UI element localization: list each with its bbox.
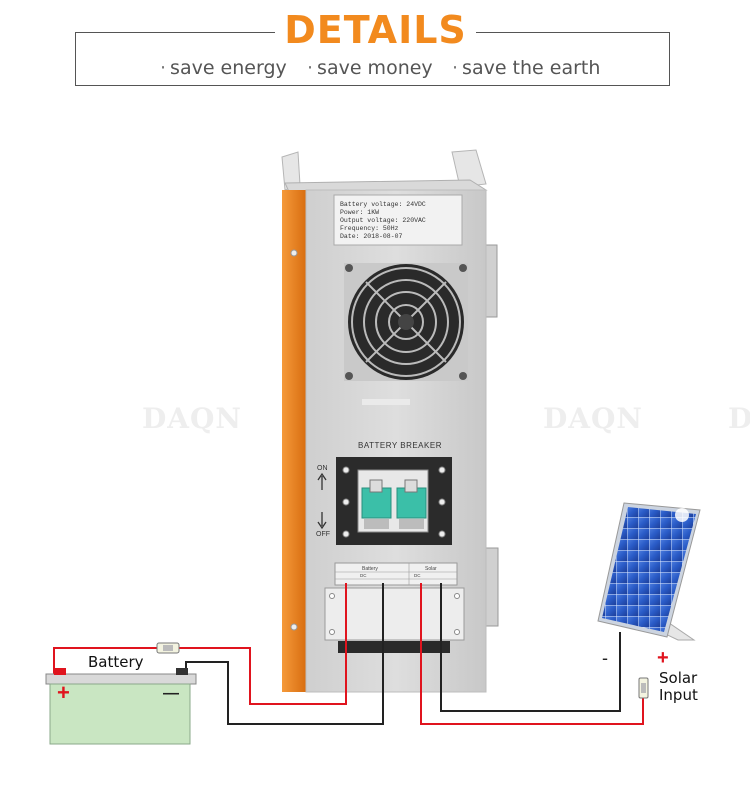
bullet: ·	[160, 57, 167, 79]
tagline-text: save money	[317, 57, 433, 79]
terminal-dc-label: DC	[360, 573, 367, 578]
bullet: ·	[307, 57, 314, 79]
terminal-battery-label: Battery	[362, 566, 378, 572]
spec-line: Output voltage: 220VAC	[340, 217, 426, 224]
battery-plus-sign: +	[57, 680, 70, 705]
solar-panel-icon	[597, 502, 701, 641]
tagline-save-energy: ·save energy	[160, 57, 287, 79]
battery-label: Battery	[88, 653, 144, 671]
spec-line: Date: 2018-08-07	[340, 233, 403, 240]
battery-icon	[45, 668, 197, 745]
spec-label	[333, 194, 463, 246]
cable-slot	[338, 641, 450, 653]
inverter-top-lid	[281, 149, 488, 195]
bullet: ·	[452, 57, 459, 79]
screw-icon	[438, 466, 446, 474]
page-title: DETAILS	[284, 8, 467, 52]
header-box	[75, 32, 670, 86]
screw-icon	[329, 629, 335, 635]
arrow-down-icon	[317, 512, 327, 530]
solar-red-wire	[420, 583, 644, 725]
tagline-text: save the earth	[462, 57, 601, 79]
on-label: ON	[317, 465, 328, 472]
breaker-label: BATTERY BREAKER	[358, 441, 442, 450]
screw-icon	[290, 623, 298, 631]
screw-icon	[454, 629, 460, 635]
model-sticker	[362, 399, 410, 405]
off-label: OFF	[316, 531, 330, 538]
wires	[53, 583, 644, 725]
spec-line: Battery voltage: 24VDC	[340, 201, 426, 208]
screw-icon	[438, 498, 446, 506]
watermark: DAQN	[728, 402, 750, 435]
solar-fuse-element	[641, 683, 646, 693]
watermark: DAQN	[142, 402, 242, 435]
header-line-left	[75, 32, 275, 33]
screw-icon	[342, 498, 350, 506]
screw-icon	[342, 530, 350, 538]
screw-icon	[342, 466, 350, 474]
battery-red-wire	[53, 583, 347, 705]
fan-icon	[344, 263, 468, 381]
solar-black-wire	[440, 583, 621, 712]
inverter-orange-side	[282, 190, 306, 692]
mounting-bracket	[483, 244, 499, 627]
terminal-dc-label: DC	[414, 573, 421, 578]
screw-icon	[290, 249, 298, 257]
battery-minus-sign: —	[163, 685, 179, 702]
arrow-up-icon	[317, 472, 327, 490]
tagline-save-money: ·save money	[307, 57, 433, 79]
terminal-solar-label: Solar	[425, 566, 437, 572]
fuse-element	[163, 645, 173, 651]
spec-line: Power: 1KW	[340, 209, 379, 216]
solar-minus-sign: -	[602, 648, 608, 668]
spec-line: Frequency: 50Hz	[340, 225, 399, 232]
header-line-right	[476, 32, 670, 33]
screw-icon	[329, 593, 335, 599]
battery-breaker-switch[interactable]	[357, 469, 429, 533]
screw-icon	[454, 593, 460, 599]
solar-label-line: Solar	[659, 669, 698, 687]
solar-plus-sign: +	[657, 647, 669, 669]
battery-black-wire	[185, 583, 384, 725]
watermark: DAQN	[543, 402, 643, 435]
tagline-text: save energy	[170, 57, 287, 79]
tagline-save-earth: ·save the earth	[452, 57, 600, 79]
screw-icon	[438, 530, 446, 538]
terminal-label-panel: Battery Solar DC DC	[334, 562, 458, 586]
solar-input-label: Solar Input	[659, 670, 698, 704]
solar-label-line: Input	[659, 686, 698, 704]
